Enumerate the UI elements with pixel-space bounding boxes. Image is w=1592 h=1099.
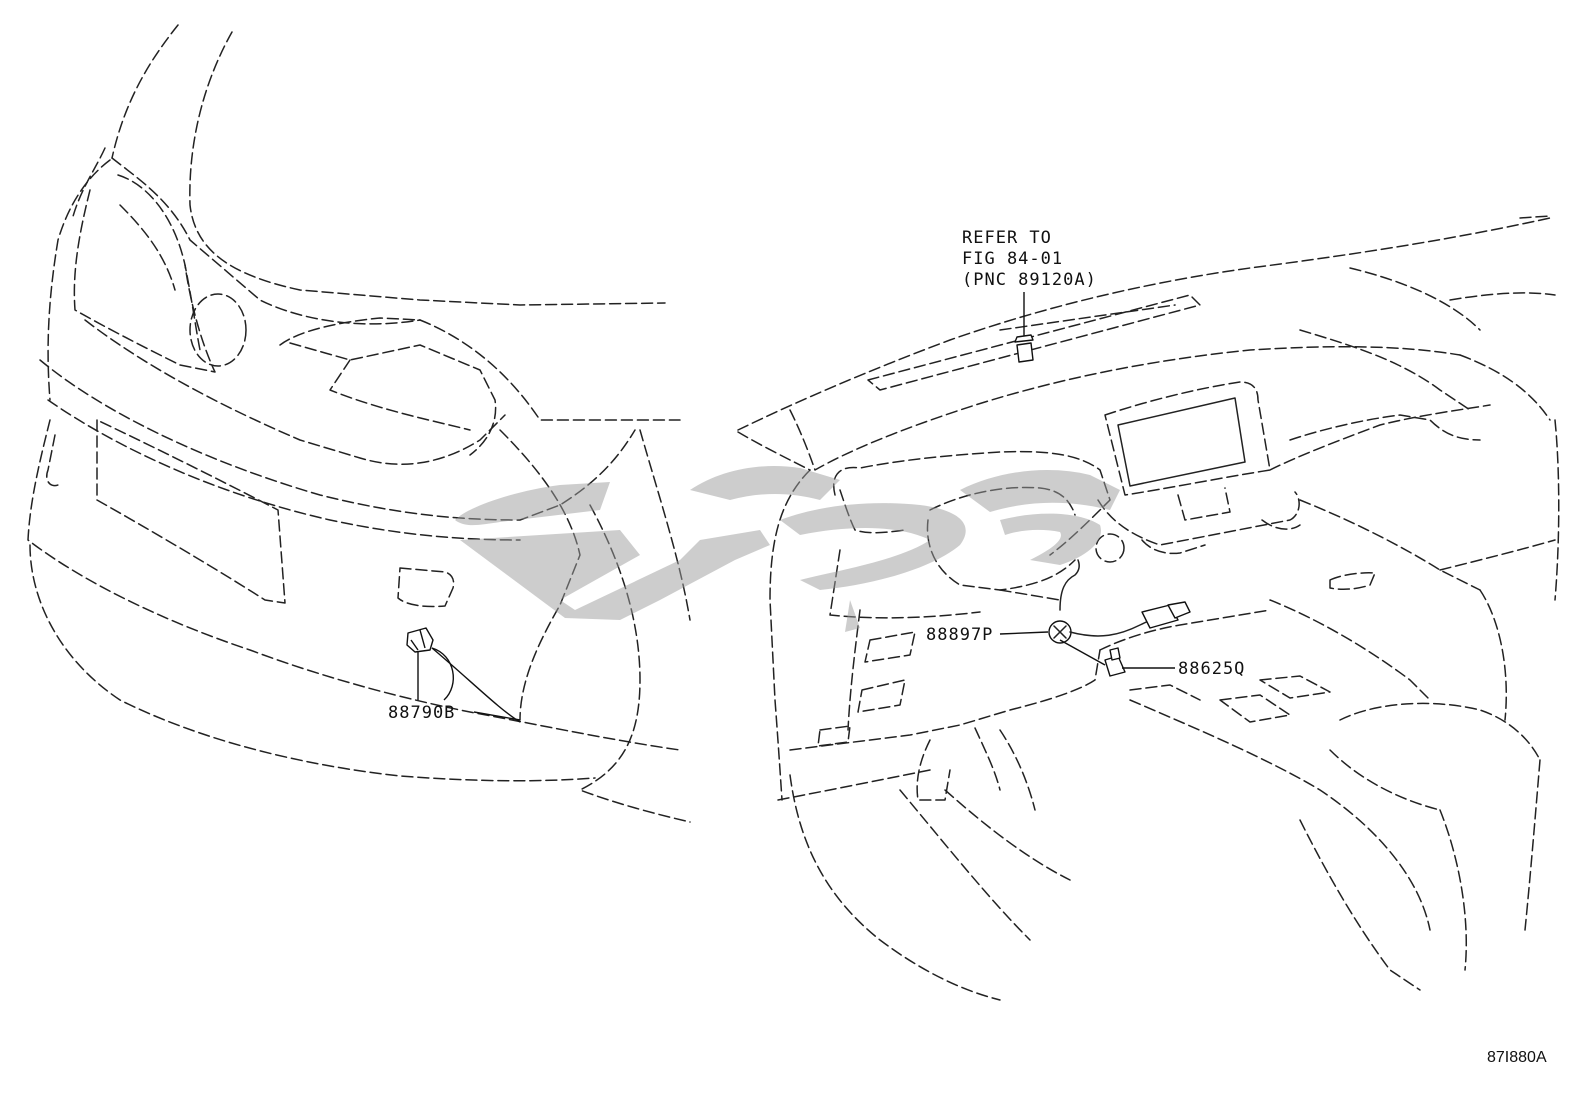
wire-harness-part: [999, 559, 1191, 644]
reference-note-line-3: (PNC 89120A): [962, 270, 1097, 290]
reference-note-line-2: FIG 84-01: [962, 249, 1063, 269]
callout-88625Q: 88625Q: [1178, 659, 1245, 679]
harness-clip-part: [1059, 639, 1175, 677]
callout-88790B: 88790B: [388, 703, 455, 723]
reference-note-line-1: REFER TO: [962, 228, 1052, 248]
bumper-sensor-part: [406, 627, 521, 723]
front-bumper-view: 88790B: [27, 24, 691, 823]
watermark-logo: [455, 466, 1120, 632]
callout-88897P: 88897P: [926, 625, 993, 645]
figure-code: 87I880A: [1487, 1049, 1547, 1066]
defroster-sensor-part: [1014, 292, 1034, 363]
dashboard-view: [737, 215, 1560, 1001]
